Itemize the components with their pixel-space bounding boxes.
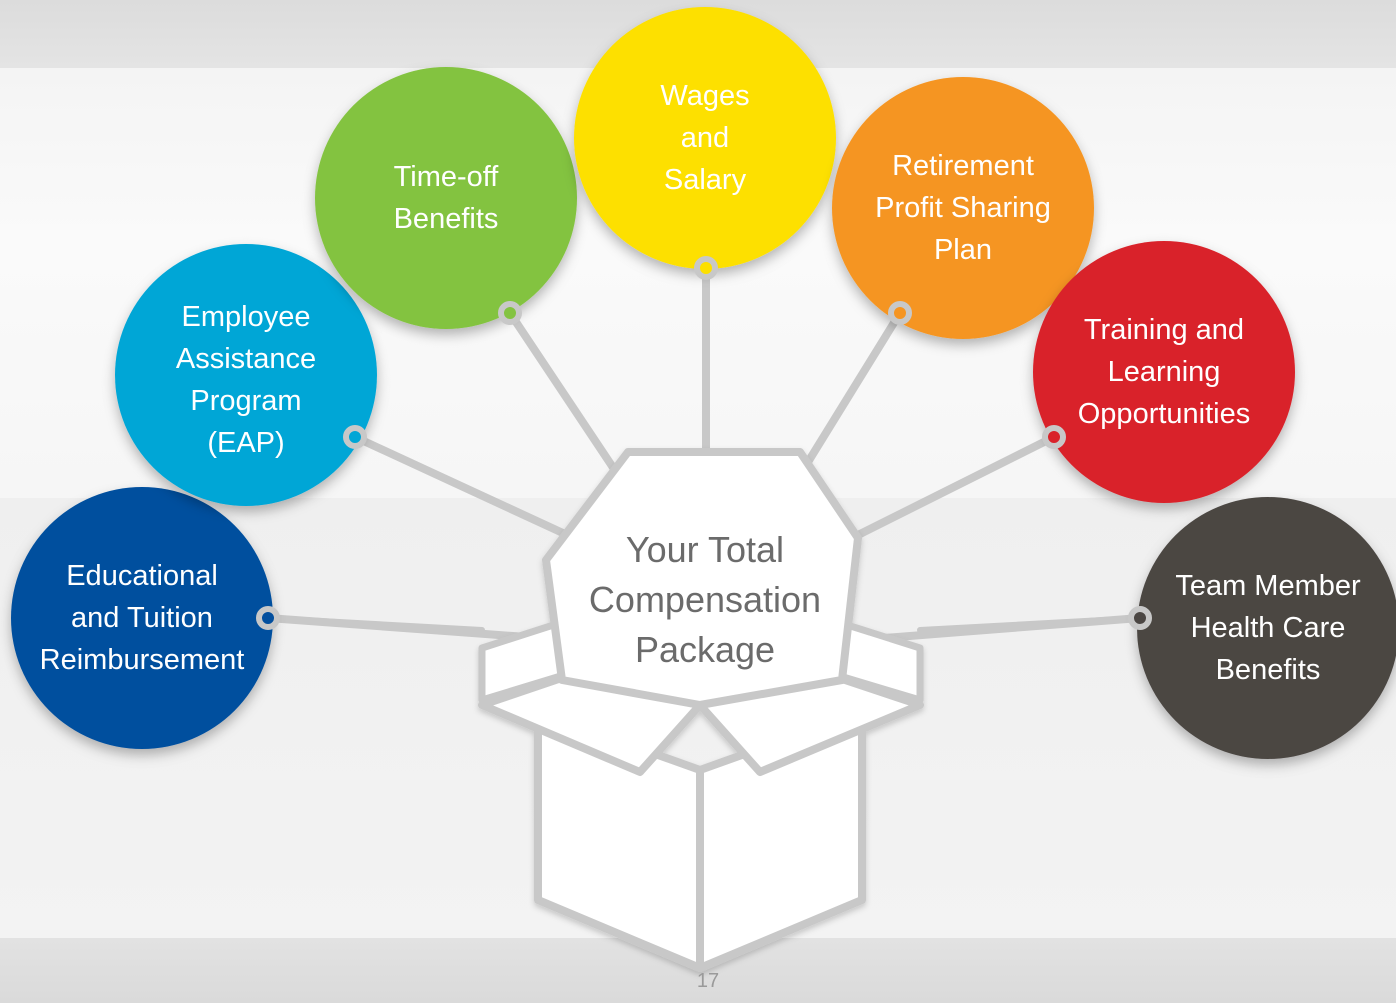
connector-dot [694,256,718,280]
connector-line [917,615,1143,633]
center-label: Your Total Compensation Package [588,529,822,670]
bubble-employee-assistance [115,244,377,506]
bubble-educational-tuition [11,487,273,749]
page-number: 17 [696,970,720,992]
benefit-bubbles [11,7,1396,759]
bubble-employee-assistance-label: Employee Assistance Program (EAP) [175,301,317,459]
connector-line [351,433,582,544]
connector-dot [498,301,522,325]
open-box-icon [478,448,924,972]
bubble-training-label: Training and Learning Opportunities [1077,314,1251,430]
bubble-educational-tuition-label: Educational and Tuition Reimbursement [39,560,245,676]
connector-line [796,309,904,479]
connector-line [265,615,485,633]
connector-dots [256,256,1152,630]
connector-lines [264,264,1144,644]
connector-dot [888,301,912,325]
bubble-retirement-label: Retirement Profit Sharing Plan [875,150,1051,266]
connector-dot [1128,606,1152,630]
bubble-health-care-label: Team Member Health Care Benefits [1175,570,1361,686]
connector-dot [256,606,280,630]
bubble-wages-salary-label: Wages and Salary [660,80,750,196]
bubble-training [1033,241,1295,503]
connector-line [834,433,1058,549]
bubble-health-care [1137,497,1396,759]
bubble-time-off-label: Time-off Benefits [393,161,499,235]
bubble-wages-salary [574,7,836,269]
connector-line [506,309,622,479]
bubble-time-off [315,67,577,329]
connector-dot [1042,425,1066,449]
connector-dot [343,425,367,449]
bubble-retirement [832,77,1094,339]
